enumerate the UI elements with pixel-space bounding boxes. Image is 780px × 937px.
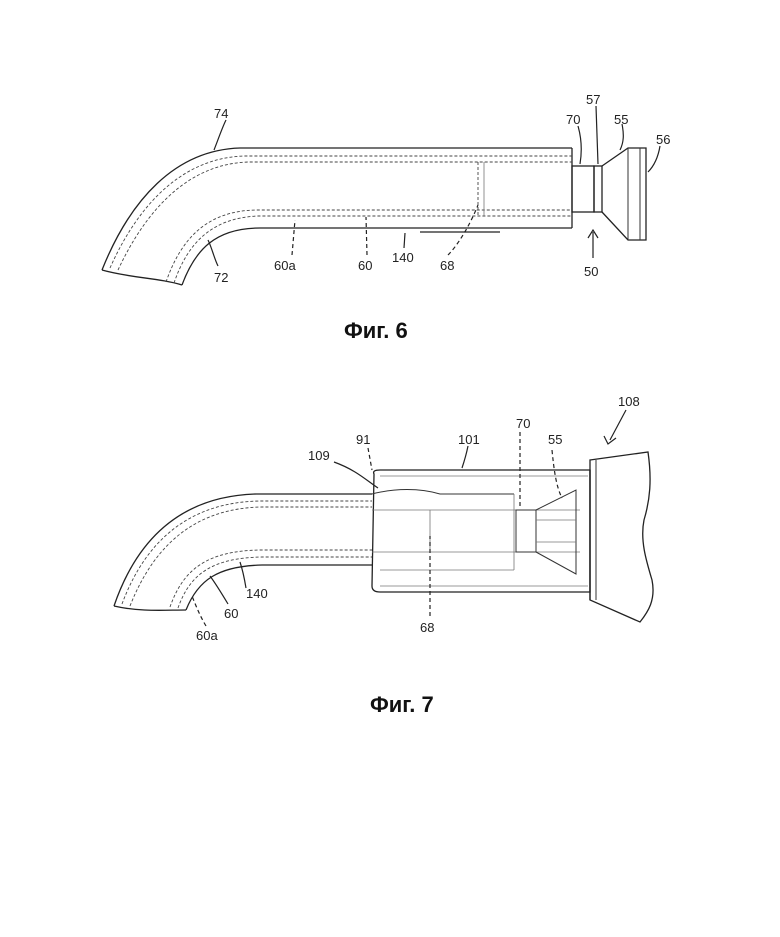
fig7-tube (114, 494, 372, 610)
fig7-label-55: 55 (548, 432, 562, 447)
fig6-label-72: 72 (214, 270, 228, 285)
figure-7: 108 109 91 101 70 55 140 60 60a 68 Фиг. … (114, 394, 653, 717)
fig6-label-50: 50 (584, 264, 598, 279)
fig6-label-56: 56 (656, 132, 670, 147)
fig6-label-60: 60 (358, 258, 372, 273)
fig6-label-55: 55 (614, 112, 628, 127)
figure-6: 74 72 60a 60 140 68 70 57 55 56 50 Фиг. … (102, 92, 670, 343)
fig7-label-140: 140 (246, 586, 268, 601)
fig7-label-60: 60 (224, 606, 238, 621)
fig7-label-109: 109 (308, 448, 330, 463)
fig7-label-60a: 60a (196, 628, 218, 643)
fig6-label-68: 68 (440, 258, 454, 273)
fig7-caption: Фиг. 7 (370, 692, 434, 717)
fig6-connector (572, 148, 646, 240)
fig7-label-91: 91 (356, 432, 370, 447)
fig7-label-108: 108 (618, 394, 640, 409)
fig7-label-68: 68 (420, 620, 434, 635)
fig6-label-70: 70 (566, 112, 580, 127)
fig6-leaders (208, 106, 660, 266)
fig7-device (590, 452, 653, 622)
fig6-label-57: 57 (586, 92, 600, 107)
fig6-label-74: 74 (214, 106, 228, 121)
fig6-tube (102, 148, 572, 285)
fig6-label-140: 140 (392, 250, 414, 265)
fig7-sleeve (372, 470, 590, 600)
fig7-label-101: 101 (458, 432, 480, 447)
fig6-caption: Фиг. 6 (344, 318, 408, 343)
fig7-label-70: 70 (516, 416, 530, 431)
fig6-label-60a: 60a (274, 258, 296, 273)
